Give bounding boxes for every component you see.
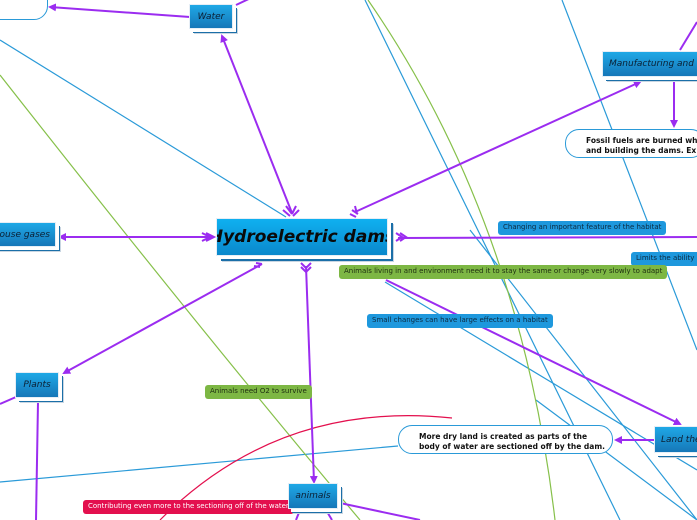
topic-land-label: Land the xyxy=(661,434,697,445)
topic-greenhouse-label: nouse gases xyxy=(0,229,50,240)
note-fossil-fuels[interactable]: Fossil fuels are burned wher and buildin… xyxy=(565,129,697,158)
note-dry-land-line1: More dry land is created as parts of the xyxy=(419,432,588,441)
relation-line-red xyxy=(159,415,453,520)
label-small-changes[interactable]: Small changes can have large effects on … xyxy=(367,314,553,328)
label-changing-feature[interactable]: Changing an important feature of the hab… xyxy=(498,221,667,235)
note-fossil-fuels-line2: and building the dams. Ex a xyxy=(586,146,697,155)
topic-animals-label: animals xyxy=(295,491,331,501)
note-dry-land-line2: body of water are sectioned off by the d… xyxy=(419,442,605,451)
partial-note-top-left[interactable] xyxy=(0,0,48,20)
label-limits-ability[interactable]: Limits the ability o xyxy=(631,252,697,266)
label-animals-o2[interactable]: Animals need O2 to survive xyxy=(205,385,312,399)
topic-water[interactable]: Water xyxy=(189,4,233,29)
topic-manufacturing[interactable]: Manufacturing and r xyxy=(602,51,697,77)
topic-land[interactable]: Land the xyxy=(654,426,697,453)
central-arrow-feathers xyxy=(201,205,408,274)
central-topic-label: Hydroelectric dams xyxy=(216,227,388,247)
topic-greenhouse-gases[interactable]: nouse gases xyxy=(0,222,56,247)
topic-manufacturing-label: Manufacturing and r xyxy=(609,59,697,69)
topic-animals[interactable]: animals xyxy=(288,483,338,509)
topic-water-label: Water xyxy=(197,11,225,22)
label-contributing[interactable]: Contributing even more to the sectioning… xyxy=(83,500,294,514)
topic-plants-label: Plants xyxy=(23,380,51,390)
central-topic-hydroelectric-dams[interactable]: Hydroelectric dams xyxy=(216,218,388,256)
note-dry-land[interactable]: More dry land is created as parts of the… xyxy=(398,425,613,454)
note-fossil-fuels-line1: Fossil fuels are burned wher xyxy=(586,136,697,145)
label-animals-environment[interactable]: Animals living in and environment need i… xyxy=(339,265,668,279)
topic-plants[interactable]: Plants xyxy=(15,372,59,398)
